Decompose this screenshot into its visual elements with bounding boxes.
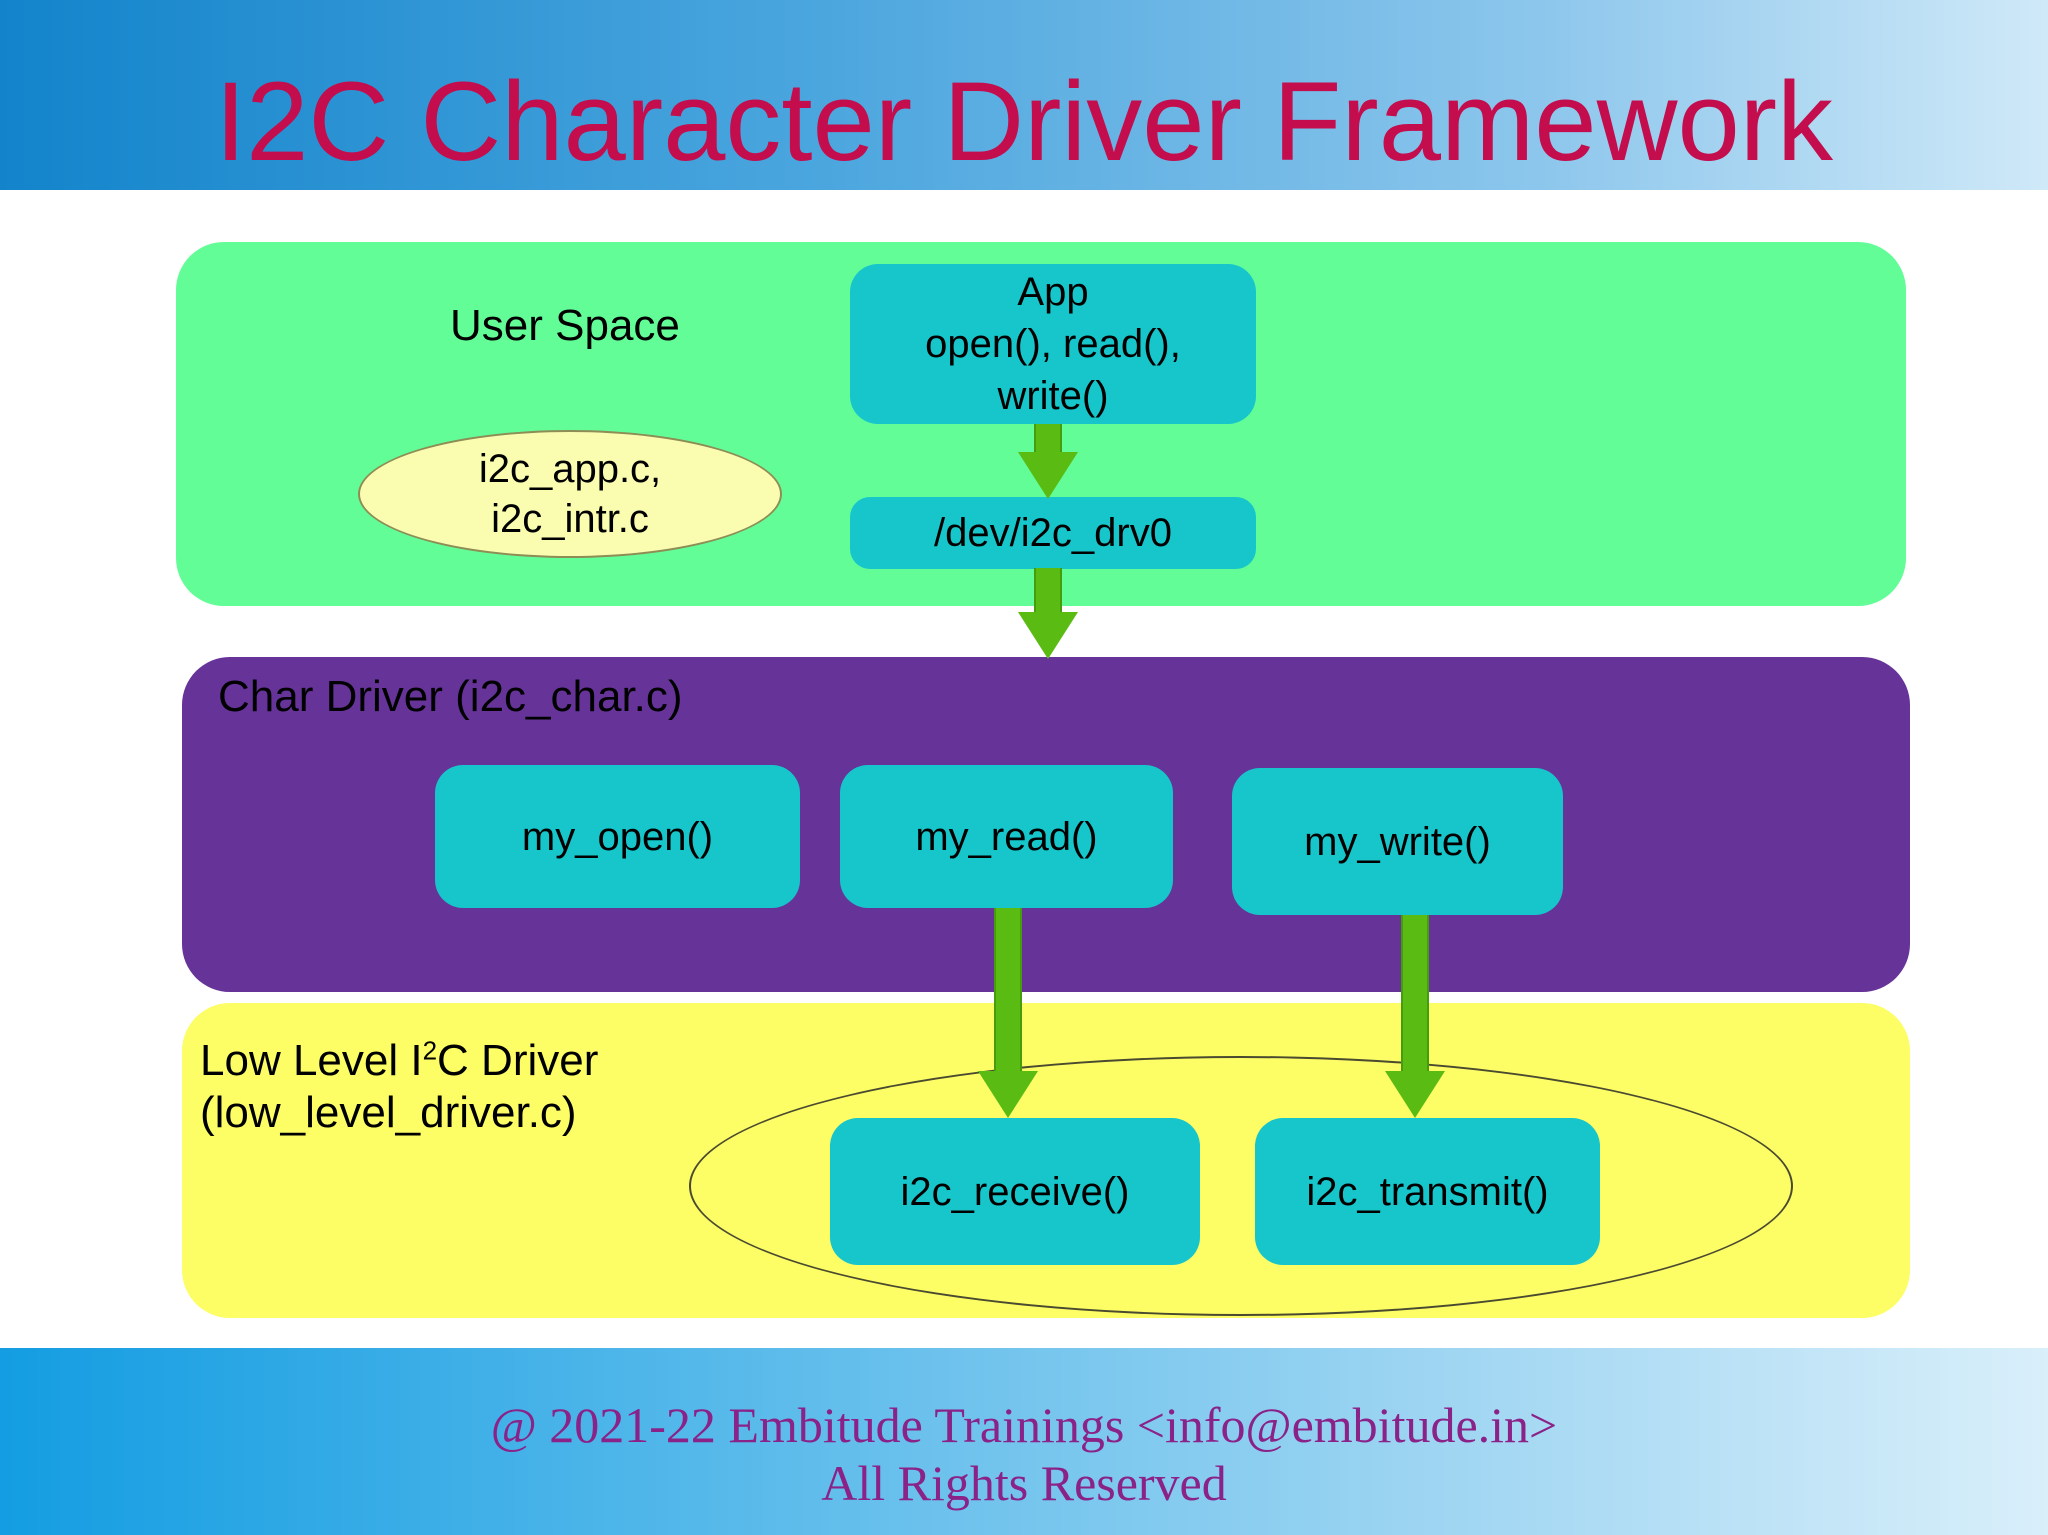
low-level-driver-label: Low Level I2C Driver (low_level_driver.c… xyxy=(200,1035,598,1139)
footer-copyright-line: @ 2021-22 Embitude Trainings <info@embit… xyxy=(490,1397,1558,1453)
i2c-receive-box: i2c_receive() xyxy=(830,1118,1200,1265)
source-files-ellipse: i2c_app.c, i2c_intr.c xyxy=(358,430,782,558)
label-text: Low Level I xyxy=(200,1036,423,1085)
title-banner: I2C Character Driver Framework xyxy=(0,0,2048,190)
char-driver-panel: Char Driver (i2c_char.c) my_open() my_re… xyxy=(182,657,1910,992)
device-node-label: /dev/i2c_drv0 xyxy=(934,511,1172,555)
superscript-2: 2 xyxy=(422,1035,438,1066)
device-node-box: /dev/i2c_drv0 xyxy=(850,497,1256,569)
low-level-functions-ellipse xyxy=(689,1056,1793,1316)
arrow-myread-to-receive xyxy=(978,908,1038,1118)
arrow-devnode-to-chardriver xyxy=(1018,568,1078,659)
slide-title: I2C Character Driver Framework xyxy=(214,59,1834,184)
char-driver-label: Char Driver (i2c_char.c) xyxy=(218,672,683,721)
arrow-shaft xyxy=(994,908,1022,1071)
arrow-app-to-devnode xyxy=(1018,424,1078,499)
low-level-label-line1: Low Level I2C Driver xyxy=(200,1035,598,1087)
arrow-shaft xyxy=(1401,915,1429,1071)
footer-banner: @ 2021-22 Embitude Trainings <info@embit… xyxy=(0,1348,2048,1535)
source-file-name: i2c_app.c, xyxy=(478,447,662,491)
arrow-shaft xyxy=(1034,424,1062,452)
function-name: my_read() xyxy=(915,814,1098,859)
app-box-line: write() xyxy=(997,374,1109,418)
my-open-box: my_open() xyxy=(435,765,800,908)
arrow-head-icon xyxy=(1385,1071,1445,1118)
low-level-label-line2: (low_level_driver.c) xyxy=(200,1088,577,1137)
arrow-head-icon xyxy=(978,1071,1038,1118)
function-name: my_open() xyxy=(521,814,714,859)
app-box-line: open(), read(), xyxy=(925,322,1181,366)
function-name: my_write() xyxy=(1304,819,1491,864)
arrow-shaft xyxy=(1034,568,1062,612)
source-file-name: i2c_intr.c xyxy=(491,497,649,541)
app-box-line: App xyxy=(1017,270,1089,314)
arrow-mywrite-to-transmit xyxy=(1385,915,1445,1118)
my-write-box: my_write() xyxy=(1232,768,1563,915)
low-level-driver-panel: Low Level I2C Driver (low_level_driver.c… xyxy=(182,1003,1910,1318)
i2c-transmit-box: i2c_transmit() xyxy=(1255,1118,1600,1265)
arrow-head-icon xyxy=(1018,452,1078,499)
app-box: App open(), read(), write() xyxy=(850,264,1256,424)
function-name: i2c_receive() xyxy=(900,1169,1130,1214)
footer-rights-line: All Rights Reserved xyxy=(821,1455,1227,1511)
function-name: i2c_transmit() xyxy=(1306,1169,1549,1214)
user-space-panel: User Space App open(), read(), write() i… xyxy=(176,242,1906,606)
arrow-head-icon xyxy=(1018,612,1078,659)
label-text: C Driver xyxy=(437,1036,599,1085)
my-read-box: my_read() xyxy=(840,765,1173,908)
user-space-label: User Space xyxy=(450,301,680,350)
